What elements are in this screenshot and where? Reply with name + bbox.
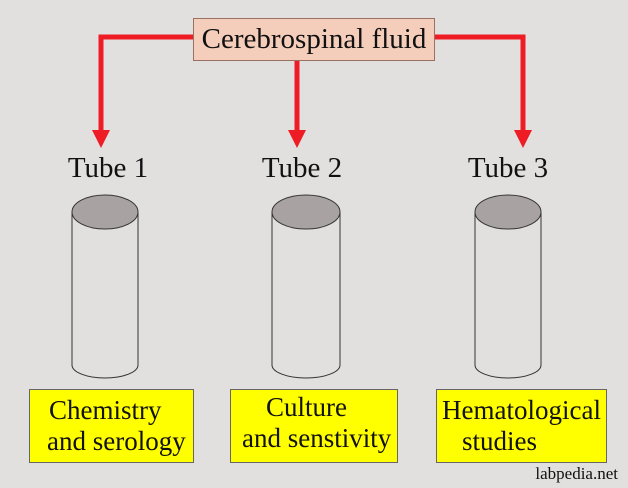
arrow-to-tube-2 (288, 61, 306, 148)
tube-2-label: Tube 2 (261, 152, 343, 184)
arrow-to-tube-3 (435, 34, 532, 148)
csf-source-box: Cerebrospinal fluid (193, 18, 435, 61)
tube-1-cap (71, 194, 139, 230)
tube-3-cap (474, 194, 542, 230)
tube-3-use-line-2: studies (462, 426, 538, 456)
tube-1-use-line-2: and serology (47, 426, 186, 456)
tube-2-use-line-1: Culture (266, 392, 347, 422)
tube-2-cap (271, 194, 341, 230)
tube-2 (271, 194, 341, 379)
tube-1-label: Tube 1 (67, 152, 149, 184)
tube-2-use-line-2: and senstivity (242, 423, 392, 453)
tube-3 (474, 194, 542, 379)
tube-1-use-line-1: Chemistry (49, 395, 162, 425)
tube-3-use-line-1: Hematological (442, 395, 601, 425)
tube-1 (71, 194, 139, 379)
arrow-to-tube-1 (92, 34, 193, 148)
tube-1-use-box: Chemistry and serology (29, 389, 194, 463)
tube-2-use-box: Culture and senstivity (230, 389, 398, 463)
tube-3-label: Tube 3 (467, 152, 549, 184)
tube-3-use-box: Hematological studies (436, 389, 607, 463)
source-credit: labpedia.net (535, 464, 618, 483)
